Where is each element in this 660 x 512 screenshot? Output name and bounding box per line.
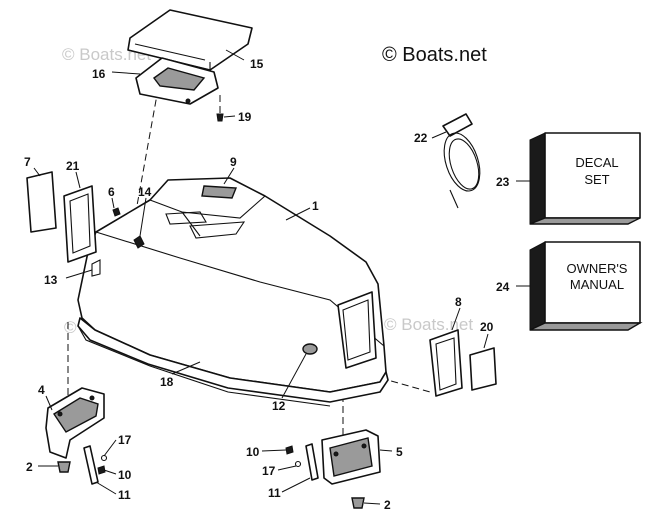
callout-10-left: 10 (118, 468, 132, 482)
leader-lines (33, 49, 530, 505)
manual-box-line-2: MANUAL (570, 277, 624, 292)
part-17-washer-left (100, 454, 108, 462)
callout-18: 18 (160, 375, 174, 389)
callout-9: 9 (230, 155, 237, 169)
part-11-latch-right (305, 443, 319, 481)
part-11-latch-left (83, 445, 99, 485)
callout-19: 19 (238, 110, 252, 124)
manual-box-line-1: OWNER'S (567, 261, 628, 276)
callout-7: 7 (24, 155, 31, 169)
callout-17-left: 17 (118, 433, 132, 447)
part-12-grommet (302, 343, 318, 355)
part-7-decal (26, 171, 57, 233)
part-6-screw (112, 207, 121, 217)
callout-13: 13 (44, 273, 58, 287)
part-14-fitting (133, 235, 145, 249)
part-22-cable (442, 113, 481, 209)
callout-20: 20 (480, 320, 494, 334)
part-15-top-cover (127, 9, 253, 71)
part-9-vent-grille (201, 185, 238, 199)
callout-11-right: 11 (268, 486, 281, 500)
callout-23: 23 (496, 175, 510, 189)
callout-4: 4 (38, 383, 45, 397)
callout-2-right: 2 (384, 498, 391, 512)
callout-16: 16 (92, 67, 106, 81)
part-21-side-plate (63, 185, 97, 263)
callout-17-right: 17 (262, 464, 276, 478)
part-10-screw-left (97, 465, 106, 475)
part-1-engine-cover (77, 177, 389, 407)
watermark-mid-right: © Boats.net (384, 315, 473, 334)
decal-box-line-1: DECAL (575, 155, 618, 170)
callout-12: 12 (272, 399, 286, 413)
part-8-side-plate (429, 329, 463, 397)
part-4-bracket (45, 387, 105, 459)
part-5-bracket (321, 429, 381, 485)
callout-10-right: 10 (246, 445, 260, 459)
callout-21: 21 (66, 159, 80, 173)
callout-14: 14 (138, 185, 152, 199)
callout-8: 8 (455, 295, 462, 309)
part-17-washer-right (294, 460, 302, 468)
decal-box-line-2: SET (584, 172, 609, 187)
callout-6: 6 (108, 185, 115, 199)
part-2-grommet-left (57, 461, 71, 473)
part-19-screw (216, 113, 224, 122)
callout-22: 22 (414, 131, 428, 145)
callout-1: 1 (312, 199, 319, 213)
part-10-screw-right (285, 445, 294, 455)
callout-15: 15 (250, 57, 264, 71)
decal-set-box: DECAL SET (529, 132, 641, 225)
callout-11-left: 11 (118, 488, 131, 502)
part-20-decal (469, 347, 497, 391)
callout-2-left: 2 (26, 460, 33, 474)
copyright-notice: © Boats.net (382, 44, 487, 66)
callout-24: 24 (496, 280, 510, 294)
part-2-grommet-right (351, 497, 365, 509)
callout-5: 5 (396, 445, 403, 459)
part-16-seal (135, 57, 219, 105)
owners-manual-box: OWNER'S MANUAL (529, 241, 643, 331)
